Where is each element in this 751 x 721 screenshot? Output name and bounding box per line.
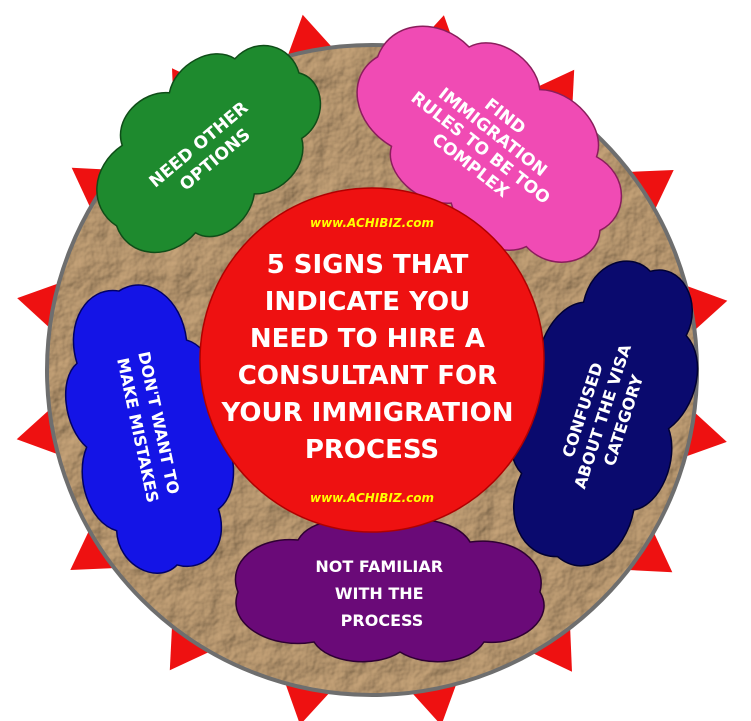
website-label-top: www.ACHIBIZ.com (310, 216, 434, 230)
sign-cloud-dont-want-mistakes: DON'T WANT TO MAKE MISTAKES (65, 284, 235, 574)
sign-cloud-confused-visa-category: CONFUSED ABOUT THE VISA CATEGORY (510, 260, 699, 567)
sign-label-line: PROCESS (341, 611, 424, 630)
sign-cloud-not-familiar-process: NOT FAMILIAR WITH THE PROCESS (234, 518, 545, 663)
title-line: INDICATE YOU (265, 287, 471, 317)
sign-label-line: WITH THE (335, 584, 424, 603)
cloud-shape (96, 44, 322, 254)
sign-cloud-need-other-options: NEED OTHER OPTIONS (96, 44, 322, 254)
title-line: CONSULTANT FOR (238, 361, 497, 391)
sign-label: NOT FAMILIAR WITH THE PROCESS (315, 557, 448, 630)
cloud-shape (356, 25, 623, 263)
title-line: NEED TO HIRE A (250, 324, 485, 354)
title-line: PROCESS (305, 435, 439, 465)
title-line: 5 SIGNS THAT (267, 250, 469, 280)
website-label-bottom: www.ACHIBIZ.com (310, 491, 434, 505)
sign-cloud-immigration-rules-complex: FIND IMMIGRATION RULES TO BE TOO COMPLEX (356, 25, 623, 263)
sign-label-line: NOT FAMILIAR (315, 557, 443, 576)
center-title-circle: www.ACHIBIZ.com 5 SIGNS THAT INDICATE YO… (199, 187, 545, 533)
center-title: 5 SIGNS THAT INDICATE YOU NEED TO HIRE A… (220, 250, 522, 465)
title-line: YOUR IMMIGRATION (220, 398, 513, 428)
